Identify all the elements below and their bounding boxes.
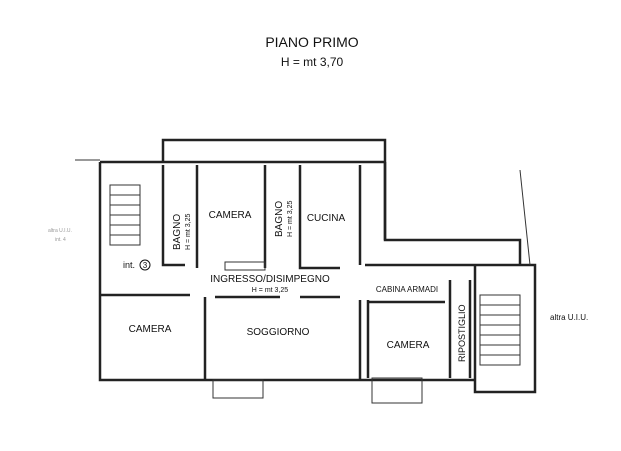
room-camera-right: CAMERA	[387, 340, 430, 351]
room-ingresso: INGRESSO/DISIMPEGNO	[210, 274, 330, 285]
room-soggiorno: SOGGIORNO	[247, 327, 310, 338]
plan-title: PIANO PRIMO	[265, 34, 358, 50]
room-ingresso-height: H = mt 3,25	[252, 287, 288, 294]
room-bagno-1: BAGNO	[172, 214, 183, 250]
room-bagno-1-height: H = mt 3,25	[185, 214, 192, 250]
walls	[75, 138, 537, 404]
room-cabina-armadi: CABINA ARMADI	[376, 285, 438, 294]
altra-uiu-right: altra U.I.U.	[550, 313, 588, 322]
int-label: int.	[123, 260, 135, 270]
room-camera-top: CAMERA	[209, 210, 252, 221]
int-number-circle	[139, 259, 151, 271]
room-bagno-2-height: H = mt 3,25	[287, 201, 294, 237]
room-cucina: CUCINA	[307, 213, 346, 224]
room-labels: BAGNO H = mt 3,25 CAMERA BAGNO H = mt 3,…	[48, 201, 588, 362]
int-left: int. 4	[55, 237, 66, 243]
int-number: 3	[143, 261, 148, 270]
altra-uiu-left: altra U.I.U.	[48, 228, 72, 234]
room-bagno-2: BAGNO	[274, 201, 285, 237]
room-camera-left: CAMERA	[129, 324, 172, 335]
plan-height: H = mt 3,70	[281, 55, 344, 69]
room-ripostiglio: RIPOSTIGLIO	[457, 304, 467, 362]
